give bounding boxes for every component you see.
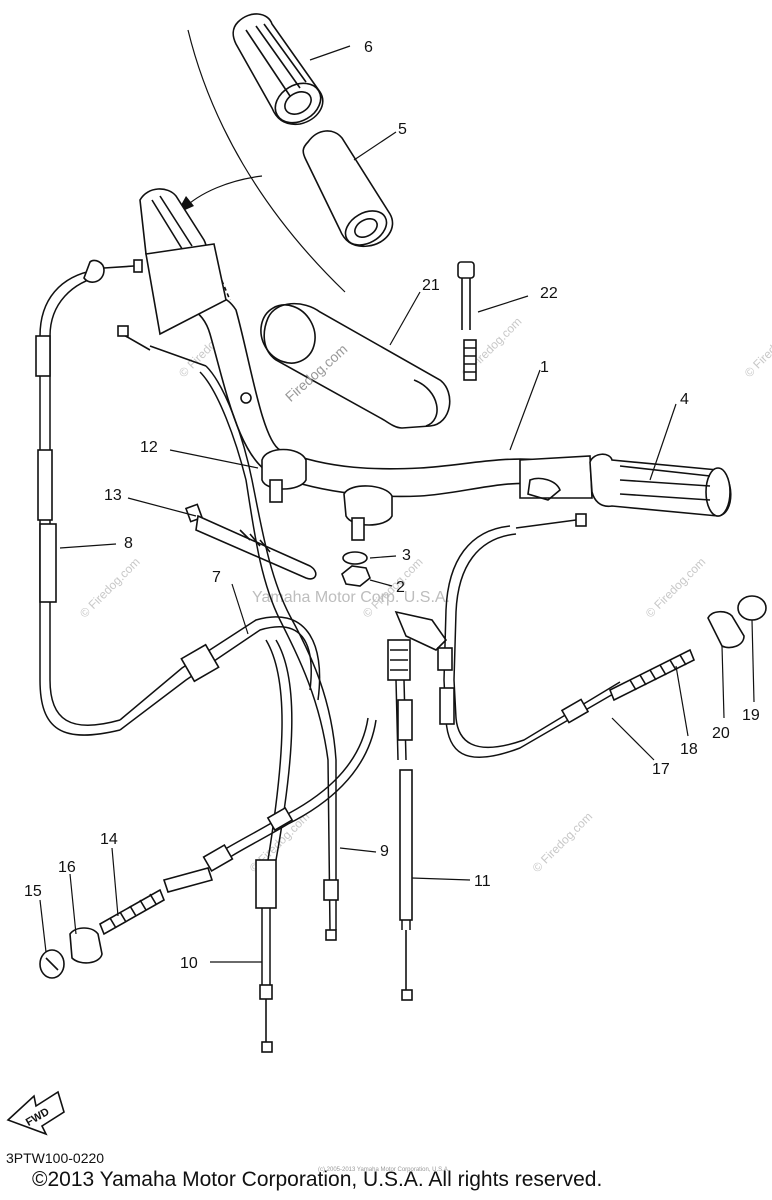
part-10-cable: [255, 859, 277, 1053]
watermark-text: © Firedog.com: [530, 809, 596, 875]
part-19-cap: [737, 595, 767, 621]
callout-6: 6: [364, 39, 373, 56]
part-14-cable: [98, 717, 377, 936]
callout-5: 5: [398, 121, 407, 138]
part-5-sleeve: [302, 130, 394, 248]
fine-print: (c) 2005-2013 Yamaha Motor Corporation, …: [318, 1167, 450, 1173]
callout-1: 1: [540, 359, 549, 376]
inset-arrow-shaft: [181, 175, 263, 211]
part-12-clamps: [261, 448, 393, 541]
callout-9: 9: [380, 843, 389, 860]
callout-3: 3: [402, 547, 411, 564]
watermark-center: Yamaha Motor Corp. U.S.A.: [252, 589, 450, 606]
copyright-notice: ©2013 Yamaha Motor Corporation, U.S.A. A…: [32, 1168, 603, 1191]
part-21-pad: Firedog.com: [260, 302, 451, 429]
watermark-text: © Firedog.com: [360, 555, 426, 621]
callout-15: 15: [24, 883, 42, 900]
callout-19: 19: [742, 707, 760, 724]
callout-10: 10: [180, 955, 198, 972]
callout-21: 21: [422, 277, 440, 294]
part-3-washer: [342, 551, 368, 565]
part-11-throttle: [387, 610, 448, 1001]
part-8-cable: [35, 259, 143, 736]
part-13-tie: [184, 503, 317, 580]
part-22-strap: [457, 261, 477, 381]
watermark-text: © Firedog.com: [742, 314, 772, 380]
part-code: 3PTW100-0220: [6, 1150, 105, 1166]
part-4-grip: [519, 453, 732, 517]
part-6-grip: [232, 13, 324, 126]
callout-2: 2: [396, 579, 405, 596]
callout-18: 18: [680, 741, 698, 758]
fwd-arrow-icon: FWD: [6, 1090, 65, 1136]
inset-outline: [187, 29, 346, 293]
callout-13: 13: [104, 487, 122, 504]
callout-11: 11: [474, 873, 491, 890]
leader-lines: [39, 45, 755, 963]
callout-7: 7: [212, 569, 221, 586]
watermark-text: © Firedog.com: [77, 555, 143, 621]
watermark-text: © Firedog.com: [643, 555, 709, 621]
callout-17: 17: [652, 761, 670, 778]
callout-12: 12: [140, 439, 158, 456]
callout-8: 8: [124, 535, 133, 552]
callout-22: 22: [540, 285, 558, 302]
callout-20: 20: [712, 725, 730, 742]
part-2-nut: [341, 565, 371, 587]
callout-16: 16: [58, 859, 76, 876]
part-20-nut: [707, 610, 745, 649]
part-9-cable: [117, 325, 339, 941]
part-15-cap: [39, 949, 65, 979]
callout-14: 14: [100, 831, 118, 848]
part-16-nut: [69, 927, 103, 964]
callout-4: 4: [680, 391, 689, 408]
part-17-cable: [437, 513, 621, 759]
part-18-adjuster: [608, 648, 696, 702]
